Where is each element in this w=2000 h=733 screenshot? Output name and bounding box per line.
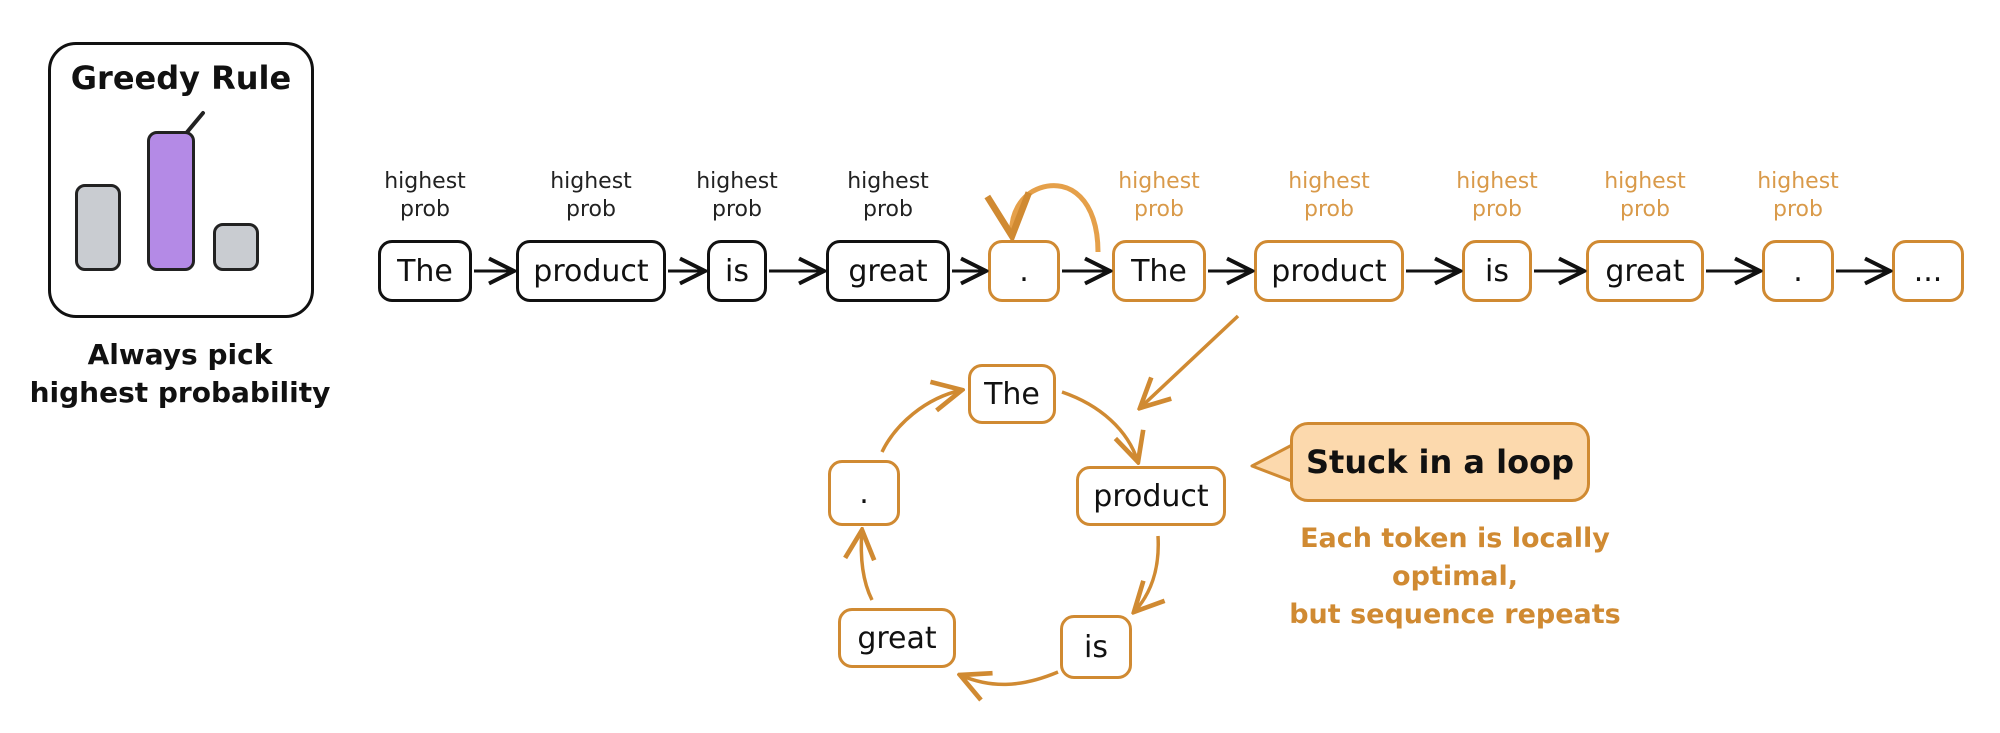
label-line-1: highest [550,169,632,194]
cycle-arrow-is-great [960,670,1059,684]
note-line-2: but sequence repeats [1289,599,1621,630]
probability-bar-highest [147,131,195,271]
note-line-1: Each token is locally optimal, [1300,523,1610,592]
token-box: great [826,240,950,302]
caption-line-2: highest probability [29,376,331,409]
label-line-1: highest [1456,169,1538,194]
label-line-1: highest [1757,169,1839,194]
loop-node-period: . [828,460,900,526]
label-line-1: highest [1604,169,1686,194]
token-box: . [988,240,1060,302]
token-box: . [1762,240,1834,302]
highest-prob-label: highest prob [1099,168,1219,224]
loop-node-product: product [1076,466,1226,526]
label-line-2: prob [1620,197,1670,222]
label-line-2: prob [1773,197,1823,222]
label-line-2: prob [1134,197,1184,222]
loop-explanation: Each token is locally optimal, but seque… [1240,520,1670,634]
label-line-1: highest [696,169,778,194]
loop-node-is: is [1060,615,1132,679]
label-line-1: highest [847,169,929,194]
label-line-2: prob [1472,197,1522,222]
token-box: The [378,240,472,302]
token-box: product [516,240,666,302]
token-box: is [1462,240,1532,302]
label-line-1: highest [1118,169,1200,194]
greedy-rule-caption: Always pick highest probability [20,336,340,412]
highest-prob-label: highest prob [1738,168,1858,224]
highest-prob-label: highest prob [1269,168,1389,224]
label-line-2: prob [1304,197,1354,222]
loop-node-the: The [968,364,1056,424]
greedy-rule-card: Greedy Rule [48,42,314,318]
token-box: ... [1892,240,1964,302]
highest-prob-label: highest prob [828,168,948,224]
cycle-arrow-the-product [1061,390,1138,462]
label-line-1: highest [384,169,466,194]
highest-prob-label: highest prob [677,168,797,224]
to-loop-arrow [1140,314,1240,408]
label-line-2: prob [566,197,616,222]
label-line-2: prob [400,197,450,222]
greedy-rule-title: Greedy Rule [70,59,292,97]
label-line-2: prob [863,197,913,222]
probability-bar-low [75,184,121,271]
token-box: great [1586,240,1704,302]
cycle-arrow-great-period [861,530,872,601]
token-box: is [707,240,767,302]
cycle-arrow-product-is [1134,535,1158,612]
token-box: The [1112,240,1206,302]
stuck-in-loop-callout: Stuck in a loop [1290,422,1590,502]
label-line-1: highest [1288,169,1370,194]
cycle-arrow-period-the [880,390,962,453]
probability-bar-lowest [213,223,259,271]
loop-node-great: great [838,608,956,668]
token-box: product [1254,240,1404,302]
caption-line-1: Always pick [87,338,273,371]
highest-prob-label: highest prob [531,168,651,224]
highest-prob-label: highest prob [1437,168,1557,224]
label-line-2: prob [712,197,762,222]
highest-prob-label: highest prob [365,168,485,224]
highest-prob-label: highest prob [1585,168,1705,224]
